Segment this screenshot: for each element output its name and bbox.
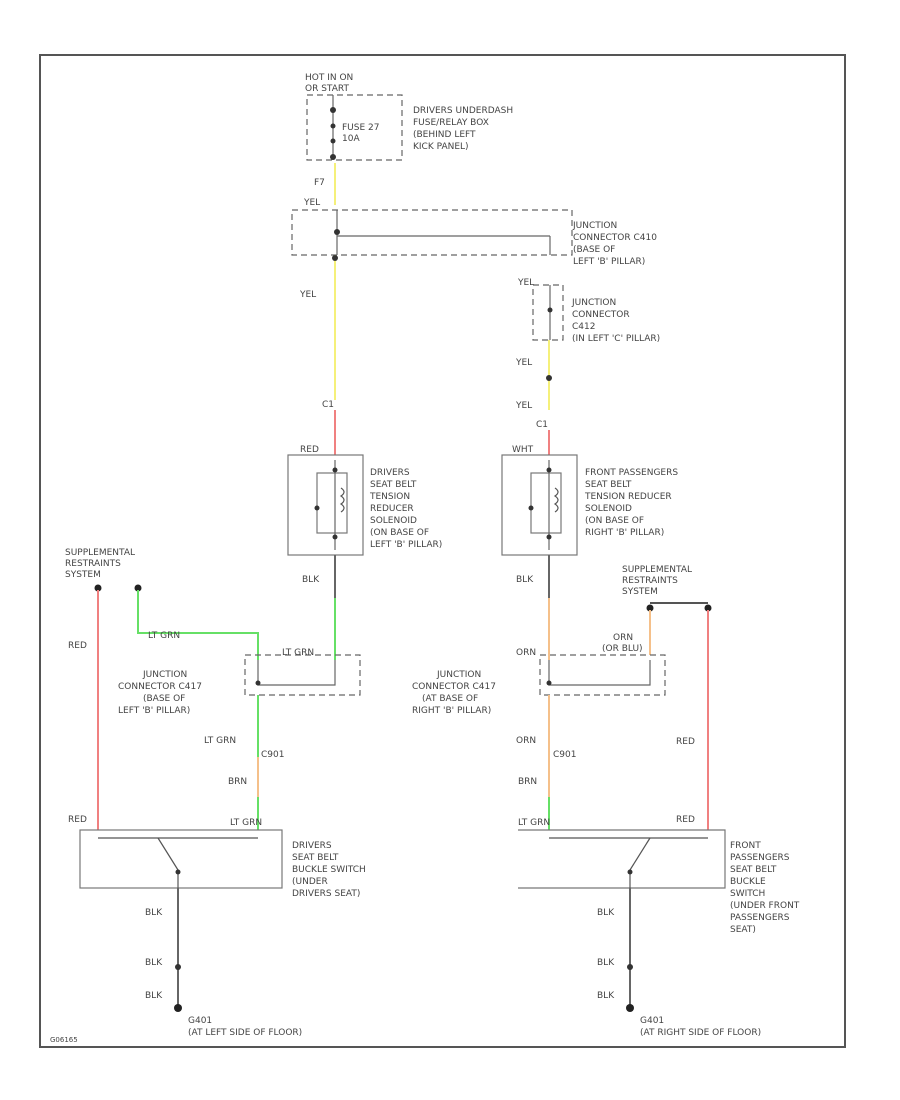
grn-label-driver-buckle: LT GRN xyxy=(230,818,262,828)
yel-label-left: YEL xyxy=(299,290,316,300)
junction-connector-c412 xyxy=(532,284,564,341)
orn-label-right-down: ORN xyxy=(516,736,536,746)
blk-label-left-2: BLK xyxy=(145,958,163,968)
srs-left-terminal-red xyxy=(94,584,102,592)
brn-label-left: BRN xyxy=(228,777,247,787)
brn-label-right: BRN xyxy=(518,777,537,787)
c901-label-right: C901 xyxy=(553,750,576,760)
diagram-frame xyxy=(39,54,846,1048)
blk-label-left-solenoid: BLK xyxy=(302,575,320,585)
red-label-passenger-buckle: RED xyxy=(676,815,695,825)
blk-label-right-solenoid: BLK xyxy=(516,575,534,585)
yel-label-right-2: YEL xyxy=(515,401,532,411)
yel-label-right-1: YEL xyxy=(515,358,532,368)
blk-label-right-3: BLK xyxy=(597,991,615,1001)
blk-label-right-1: BLK xyxy=(597,908,615,918)
g401-left-label: G401(AT LEFT SIDE OF FLOOR) xyxy=(188,1016,302,1038)
junction-connector-left-b xyxy=(244,654,361,696)
driver-solenoid xyxy=(287,454,364,556)
red-label-srs-left: RED xyxy=(68,641,87,651)
junction-connector-right-b xyxy=(539,654,666,696)
ltgrn-label-srs-left: LT GRN xyxy=(148,631,180,641)
fuse-box xyxy=(306,94,403,161)
srs-right-terminal-orn xyxy=(646,604,654,612)
f7-label: F7 xyxy=(314,178,325,188)
c1-label-left: C1 xyxy=(322,400,334,410)
orn-blu-label: ORN(OR BLU) xyxy=(602,633,643,654)
srs-right-terminal-red xyxy=(704,604,712,612)
ground-g401-right xyxy=(626,1004,634,1012)
blk-label-left-1: BLK xyxy=(145,908,163,918)
blk-label-left-3: BLK xyxy=(145,991,163,1001)
grn-label-passenger-buckle: LT GRN xyxy=(518,818,550,828)
yel-label-c412: YEL xyxy=(517,278,534,288)
c1-label-right: C1 xyxy=(536,420,548,430)
figure-id: G06165 xyxy=(50,1036,78,1044)
passenger-solenoid xyxy=(501,454,578,556)
ltgrn-label-left-b: LT GRN xyxy=(282,648,314,658)
red-label-srs-right: RED xyxy=(676,737,695,747)
junction-connector-c410 xyxy=(291,209,573,256)
ground-g401-left xyxy=(174,1004,182,1012)
passenger-buckle-switch xyxy=(518,829,726,889)
driver-buckle-switch xyxy=(79,829,283,889)
orn-label-right-b: ORN xyxy=(516,648,536,658)
wht-label-right-solenoid: WHT xyxy=(512,445,534,455)
blk-label-right-2: BLK xyxy=(597,958,615,968)
red-label-left-solenoid: RED xyxy=(300,445,319,455)
c901-label-left: C901 xyxy=(261,750,284,760)
srs-left-terminal-ltgrn xyxy=(134,584,142,592)
yel-label-top: YEL xyxy=(303,198,320,208)
wire-ltgrn-srs-left xyxy=(137,590,259,660)
ltgrn-label-left-down: LT GRN xyxy=(204,736,236,746)
red-label-driver-buckle: RED xyxy=(68,815,87,825)
g401-right-label: G401(AT RIGHT SIDE OF FLOOR) xyxy=(640,1016,761,1038)
